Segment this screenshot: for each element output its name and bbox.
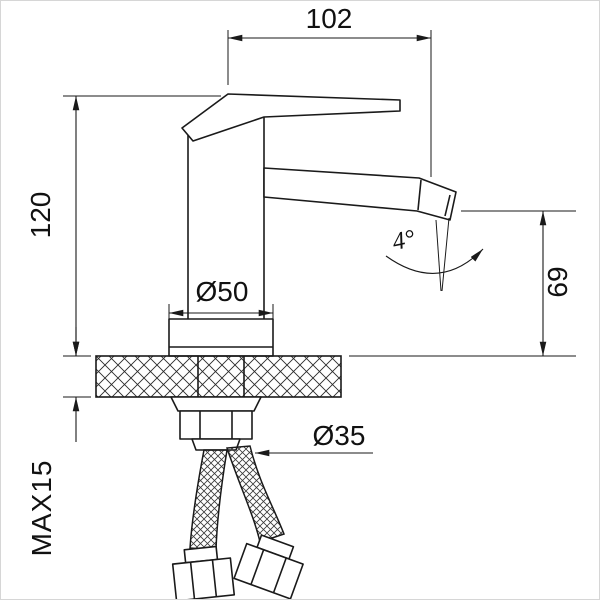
dimension-label-102: 102 xyxy=(306,3,353,34)
hose-left-hex-nut xyxy=(171,557,236,599)
dimension-label-69: 69 xyxy=(542,266,573,297)
faucet-column-fill xyxy=(188,113,264,319)
hose-left-fitting xyxy=(171,545,236,599)
countertop-slab xyxy=(95,355,342,398)
mounting-nut-facets xyxy=(199,411,233,439)
dimension-label-diameter-35: Ø35 xyxy=(313,420,366,451)
hose-left-nut-facets xyxy=(189,559,218,599)
faucet-body xyxy=(168,93,457,357)
countertop-section xyxy=(95,355,342,398)
dimension-label-max15: MAX15 xyxy=(26,460,57,557)
dimension-max15: MAX15 xyxy=(26,327,91,556)
dimension-120: 120 xyxy=(25,95,221,357)
angle-arc xyxy=(385,248,484,274)
hose-right-nut-facets xyxy=(250,549,287,594)
mounting-washer xyxy=(170,396,262,412)
dimension-69: 69 xyxy=(349,210,576,357)
supply-hoses xyxy=(171,445,304,599)
water-stream-angle: 4° xyxy=(385,217,484,292)
dimension-102: 102 xyxy=(227,3,432,177)
dimension-label-diameter-50: Ø50 xyxy=(196,276,249,307)
mounting-nut xyxy=(179,410,253,440)
aerator-joint-line xyxy=(417,179,422,211)
hose-right-fitting xyxy=(233,534,304,599)
dimension-label-angle: 4° xyxy=(390,225,418,256)
hose-right-braided xyxy=(225,445,285,543)
mounting-hole-edges xyxy=(197,356,245,397)
aerator-face-line xyxy=(444,194,451,217)
faucet-spout xyxy=(263,167,457,221)
mounting-hardware xyxy=(170,396,262,451)
faucet-lever-handle xyxy=(181,93,401,142)
dimension-diameter-35: Ø35 xyxy=(255,420,373,457)
dimension-diameter-50: Ø50 xyxy=(168,276,274,321)
stream-line-right xyxy=(441,217,450,292)
hose-right-hex-nut xyxy=(233,542,304,599)
faucet-base-flange xyxy=(168,318,274,357)
stream-line-left xyxy=(435,219,442,292)
hose-left-braided xyxy=(189,449,228,551)
dimension-label-120: 120 xyxy=(25,192,56,239)
